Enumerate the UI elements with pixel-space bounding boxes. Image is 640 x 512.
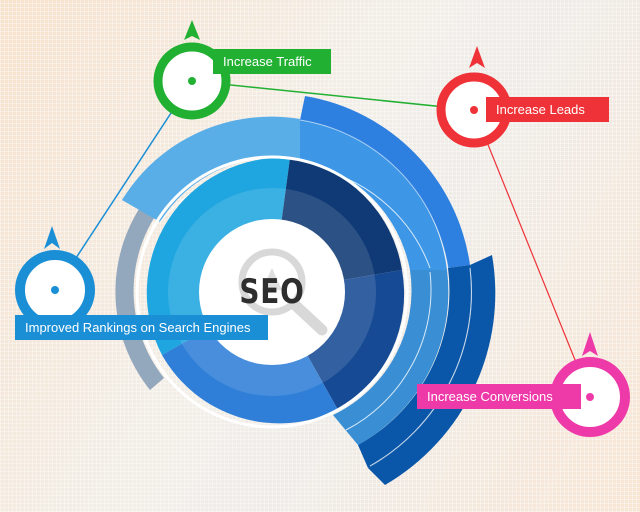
magnifier-icon — [238, 248, 328, 336]
label-improved-rankings: Improved Rankings on Search Engines — [15, 315, 268, 340]
label-increase-traffic: Increase Traffic — [213, 49, 331, 74]
label-text: Increase Conversions — [427, 389, 553, 404]
label-increase-conversions: Increase Conversions — [417, 384, 581, 409]
marker-conversions — [550, 332, 630, 437]
connector-lines — [54, 80, 591, 398]
gray-arc — [115, 196, 164, 390]
marker-rankings — [15, 226, 95, 330]
seo-title: SEO — [239, 272, 305, 312]
outermost-band-bottom-right-2 — [368, 255, 496, 485]
label-increase-leads: Increase Leads — [486, 97, 609, 122]
outermost-band-top-right — [300, 96, 470, 268]
label-text: Increase Traffic — [223, 54, 312, 69]
marker-leads — [436, 46, 512, 148]
outer-band-top — [122, 116, 300, 222]
outer-band-bottom-right — [333, 270, 449, 445]
label-text: Improved Rankings on Search Engines — [25, 320, 251, 335]
marker-traffic — [153, 20, 231, 120]
outermost-band-bottom-right — [358, 265, 472, 468]
label-text: Increase Leads — [496, 102, 585, 117]
